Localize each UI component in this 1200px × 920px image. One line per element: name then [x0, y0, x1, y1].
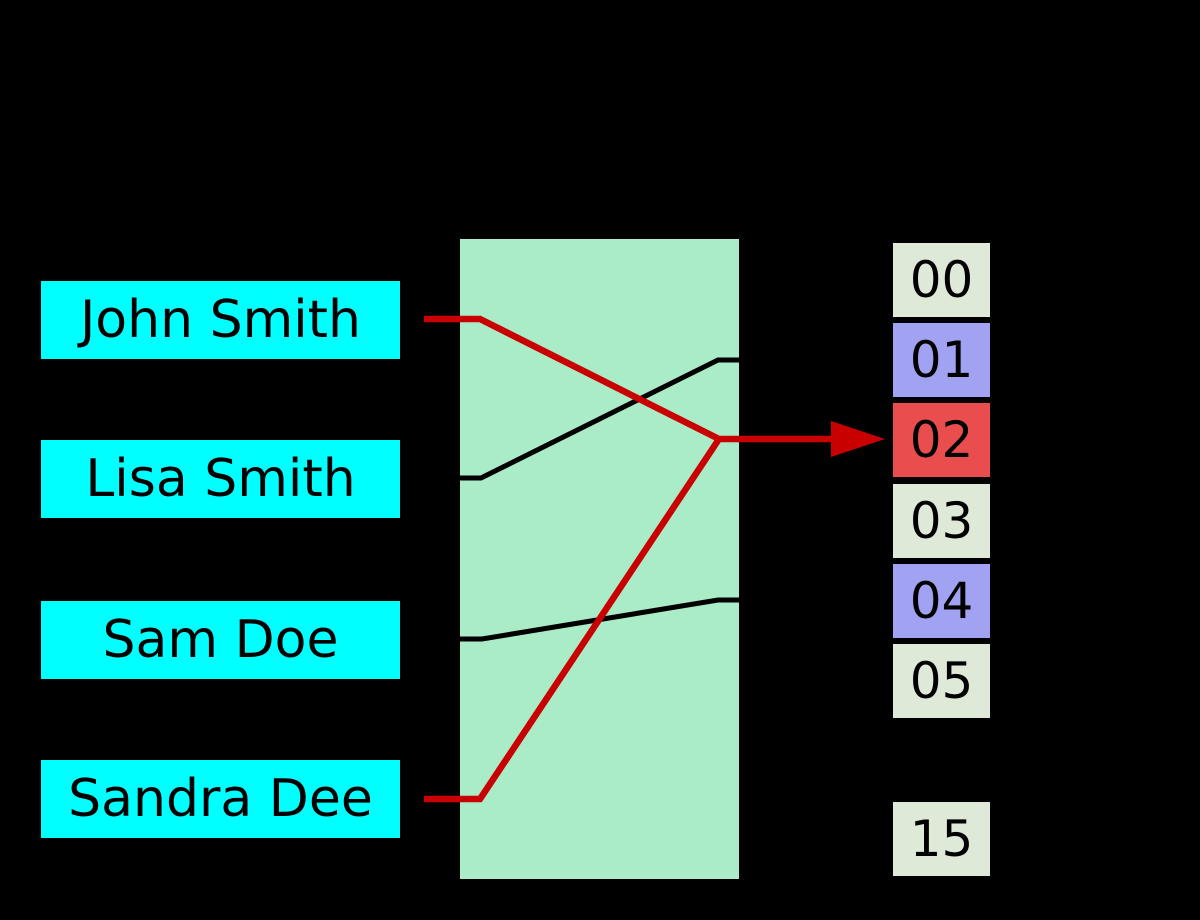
key-box-john-smith: John Smith: [41, 281, 400, 359]
hash-function-box: [460, 239, 739, 879]
bucket-05: 05: [893, 644, 990, 718]
collision-arrow-head-icon: [831, 421, 885, 457]
bucket-00: 00: [893, 243, 990, 317]
bucket-04: 04: [893, 564, 990, 638]
key-box-lisa-smith: Lisa Smith: [41, 440, 400, 518]
bucket-03: 03: [893, 484, 990, 558]
bucket-01: 01: [893, 323, 990, 397]
bucket-02: 02: [893, 403, 990, 477]
bucket-15: 15: [893, 802, 990, 876]
key-box-sandra-dee: Sandra Dee: [41, 760, 400, 838]
key-box-sam-doe: Sam Doe: [41, 601, 400, 679]
